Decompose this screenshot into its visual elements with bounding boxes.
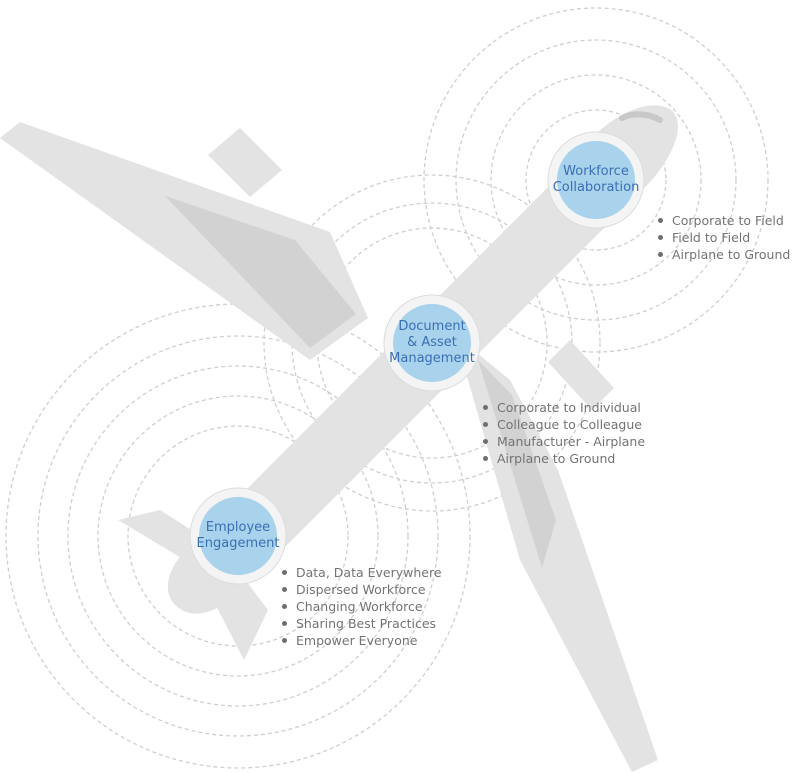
signal-ring [423,7,769,353]
list-item: Colleague to Colleague [480,416,645,433]
signal-ring [67,365,409,707]
document-asset-management-bullets: Corporate to Individual Colleague to Col… [480,399,645,467]
hub-line: Collaboration [552,180,640,195]
list-item: Corporate to Field [655,212,790,229]
list-item: Field to Field [655,229,790,246]
hub-disc [557,141,635,219]
hub-line: Employee [205,520,271,535]
left-wing-shadow [165,196,356,348]
signal-ring [455,39,737,321]
list-item: Changing Workforce [279,598,442,615]
list-item: Data, Data Everywhere [279,564,442,581]
hub-disc [393,304,471,382]
list-item: Dispersed Workforce [279,581,442,598]
hub-line: Management [389,351,475,366]
hub-line: Workforce [563,164,629,179]
list-item: Airplane to Ground [480,450,645,467]
hub-line: Document [398,319,466,334]
signal-rings [5,7,769,769]
hub-disc [199,497,277,575]
cockpit-window [619,111,663,123]
hub-label-employee-engagement: Employee Engagement [195,493,281,579]
signal-ring [127,425,349,647]
signal-ring [37,335,439,737]
signal-ring [525,109,667,251]
hub-label-document-asset-management: Document & Asset Management [389,300,475,386]
right-engine [548,340,614,410]
list-item: Empower Everyone [279,632,442,649]
signal-ring [490,74,702,286]
hub-label-workforce-collaboration: Workforce Collaboration [552,137,640,223]
list-item: Manufacturer - Airplane [480,433,645,450]
workforce-collaboration-bullets: Corporate to Field Field to Field Airpla… [655,212,790,263]
employee-engagement-bullets: Data, Data Everywhere Dispersed Workforc… [279,564,442,649]
hub-discs [189,131,645,585]
hub-line: & Asset [407,335,457,350]
signal-ring [263,174,601,512]
left-engine [208,128,282,197]
hub-line: Engagement [196,536,280,551]
right-wing-shadow [478,360,556,568]
list-item: Corporate to Individual [480,399,645,416]
signal-ring [97,395,379,677]
list-item: Sharing Best Practices [279,615,442,632]
list-item: Airplane to Ground [655,246,790,263]
